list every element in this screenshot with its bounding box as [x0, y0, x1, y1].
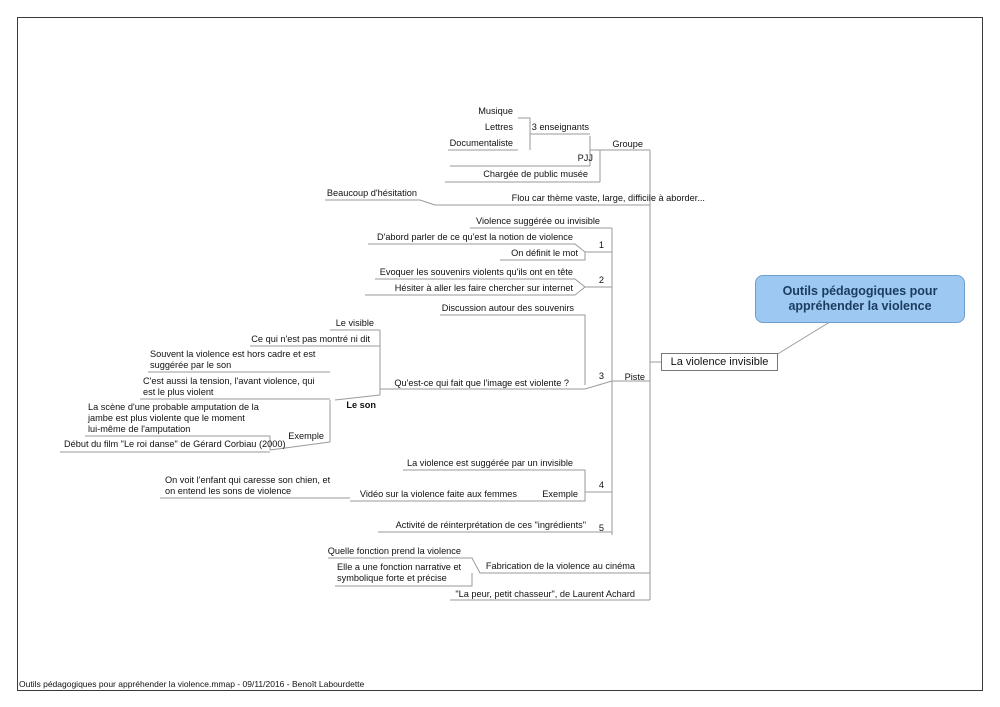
node-evoquer[interactable]: Evoquer les souvenirs violents qu'ils on…: [380, 267, 573, 277]
mind-map-connectors: [60, 117, 834, 601]
node-visible[interactable]: Le visible: [336, 318, 374, 328]
node-pjj[interactable]: PJJ: [578, 153, 593, 163]
root-topic[interactable]: Outils pédagogiques pour appréhender la …: [755, 275, 965, 323]
node-scene1[interactable]: La scène d'une probable amputation de la: [88, 402, 260, 412]
node-n1[interactable]: 1: [599, 240, 604, 250]
mind-map-labels: Groupe 3 enseignants MusiqueLettresDocumen…: [64, 106, 705, 599]
node-exemple2[interactable]: Exemple: [542, 489, 578, 499]
node-tension1[interactable]: C'est aussi la tension, l'avant violence…: [143, 376, 315, 386]
connector-line: [525, 492, 586, 502]
node-scene2[interactable]: jambe est plus violente que le moment: [87, 413, 245, 423]
node-scene3[interactable]: lui-même de l'amputation: [88, 424, 190, 434]
node-exemple1[interactable]: Exemple: [288, 431, 324, 441]
node-trois-ens[interactable]: 3 enseignants: [532, 122, 590, 132]
connector-line: [365, 286, 586, 296]
connector-line: [440, 314, 586, 385]
node-hesiter[interactable]: Hésiter à aller les faire chercher sur i…: [395, 283, 574, 293]
node-debut[interactable]: Début du film "Le roi danse" de Gérard C…: [64, 439, 286, 449]
connector-line: [375, 278, 612, 288]
node-piste[interactable]: Piste: [625, 372, 645, 382]
node-musique[interactable]: Musique: [478, 106, 513, 116]
root-topic-label: Outils pédagogiques pour appréhender la …: [782, 284, 938, 313]
connector-line: [269, 441, 331, 451]
node-quelle[interactable]: Quelle fonction prend la violence: [328, 546, 461, 556]
connector-line: [325, 199, 436, 206]
footer-caption: Outils pédagogiques pour appréhender la …: [19, 679, 365, 689]
connector-line: [775, 319, 834, 356]
node-violsugg[interactable]: La violence est suggérée par un invisibl…: [407, 458, 573, 468]
node-n5[interactable]: 5: [599, 523, 604, 533]
central-topic-label: La violence invisible: [670, 356, 769, 368]
connector-line: [335, 573, 473, 587]
node-enfant1[interactable]: On voit l'enfant qui caresse son chien, …: [165, 475, 331, 485]
node-activite[interactable]: Activité de réinterprétation de ces "ing…: [396, 520, 586, 530]
node-definit[interactable]: On définit le mot: [511, 248, 578, 258]
node-n2[interactable]: 2: [599, 275, 604, 285]
node-video[interactable]: Vidéo sur la violence faite aux femmes: [360, 489, 518, 499]
node-narr1[interactable]: Elle a une fonction narrative et: [337, 562, 462, 572]
node-n3[interactable]: 3: [599, 371, 604, 381]
node-abord[interactable]: D'abord parler de ce qu'est la notion de…: [377, 232, 573, 242]
node-n4[interactable]: 4: [599, 480, 604, 490]
node-documentaliste[interactable]: Documentaliste: [450, 138, 513, 148]
node-flou[interactable]: Flou car thème vaste, large, difficile à…: [512, 193, 705, 203]
node-souvent1[interactable]: Souvent la violence est hors cadre et es…: [150, 349, 316, 359]
node-narr2[interactable]: symbolique forte et précise: [337, 573, 447, 583]
connector-line: [328, 557, 650, 574]
node-suggeree[interactable]: Violence suggérée ou invisible: [476, 216, 600, 226]
connector-line: [403, 469, 612, 493]
node-hesitation[interactable]: Beaucoup d'hésitation: [327, 188, 417, 198]
connector-line: [380, 380, 613, 390]
node-cequi[interactable]: Ce qui n'est pas montré ni dit: [251, 334, 370, 344]
connector-line: [518, 117, 531, 150]
node-quest[interactable]: Qu'est-ce qui fait que l'image est viole…: [394, 378, 569, 388]
node-discussion[interactable]: Discussion autour des souvenirs: [442, 303, 575, 313]
page-frame: [17, 17, 983, 691]
node-enfant2[interactable]: on entend les sons de violence: [165, 486, 291, 496]
node-groupe[interactable]: Groupe: [612, 139, 643, 149]
connector-line: [85, 435, 271, 450]
node-leson[interactable]: Le son: [346, 400, 376, 410]
connector-line: [334, 394, 381, 401]
node-peur[interactable]: "La peur, petit chasseur", de Laurent Ac…: [455, 589, 635, 599]
node-lettres[interactable]: Lettres: [485, 122, 513, 132]
connector-line: [368, 243, 612, 253]
central-topic[interactable]: La violence invisible: [661, 353, 778, 371]
node-fabrication[interactable]: Fabrication de la violence au cinéma: [486, 561, 636, 571]
connector-line: [590, 149, 601, 182]
node-souvent2[interactable]: suggérée par le son: [150, 360, 231, 370]
node-chargee[interactable]: Chargée de public musée: [483, 169, 588, 179]
node-tension2[interactable]: est le plus violent: [143, 387, 214, 397]
connector-line: [500, 252, 586, 261]
